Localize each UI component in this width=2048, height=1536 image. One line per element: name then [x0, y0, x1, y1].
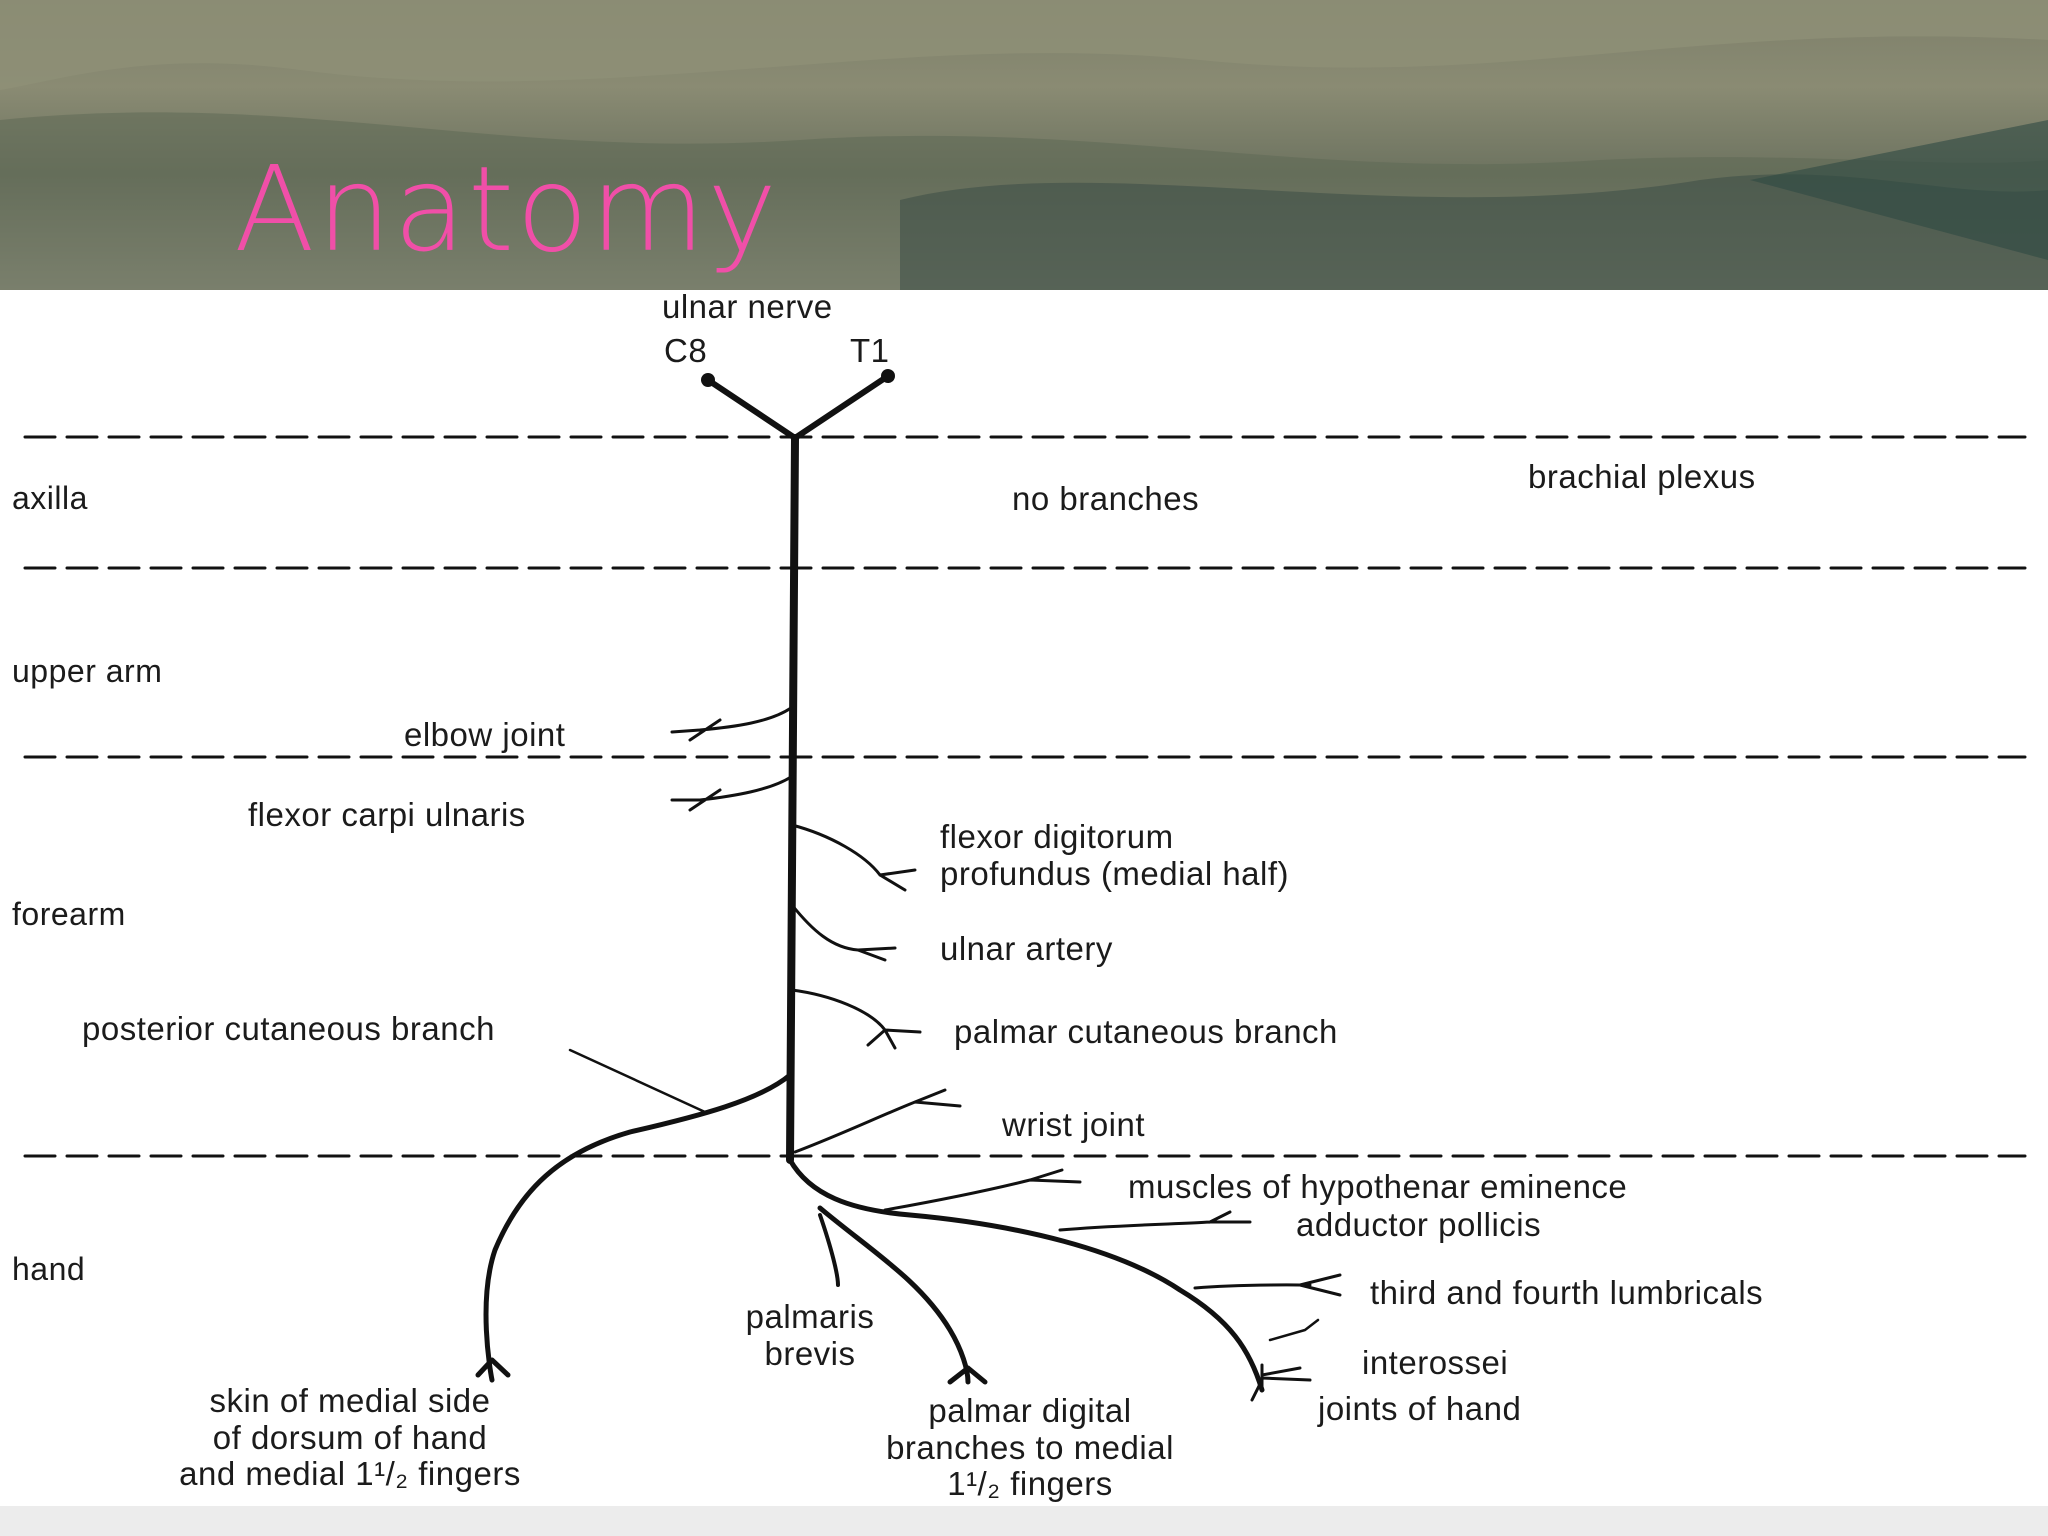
region-hand: hand: [12, 1253, 85, 1287]
branch-palmar-cutaneous: [792, 990, 920, 1048]
ulnar-artery-label: ulnar artery: [940, 932, 1113, 967]
digital-label-line1: palmar digital: [800, 1394, 1260, 1429]
root-dot-c8: [701, 373, 715, 387]
hypothenar-label: muscles of hypothenar eminence: [1128, 1170, 1627, 1205]
root-t1: [795, 376, 888, 438]
branch-adductor: [1060, 1212, 1250, 1230]
branch-ulnar-artery: [792, 905, 895, 960]
adductor-pollicis-label: adductor pollicis: [1296, 1208, 1541, 1243]
palmaris-label-line2: brevis: [700, 1337, 920, 1372]
branch-wrist-joint: [795, 1090, 960, 1152]
wrist-joint-label: wrist joint: [1002, 1108, 1145, 1143]
palmaris-label-line1: palmaris: [700, 1300, 920, 1335]
region-axilla: axilla: [12, 482, 88, 516]
root-dots: [701, 369, 895, 387]
nerve-name-label: ulnar nerve: [662, 290, 833, 325]
elbow-joint-label: elbow joint: [404, 718, 565, 753]
skin-dorsum-label: skin of medial side of dorsum of hand an…: [70, 1384, 630, 1492]
palmaris-brevis-label: palmaris brevis: [700, 1300, 920, 1371]
branch-joints-of-hand: [1270, 1320, 1318, 1340]
fcu-label: flexor carpi ulnaris: [248, 798, 526, 833]
no-branches-label: no branches: [1012, 482, 1199, 517]
footer-strip: [0, 1506, 2048, 1536]
posterior-cutaneous-label: posterior cutaneous branch: [82, 1012, 495, 1047]
region-forearm: forearm: [12, 898, 126, 932]
fdp-label-line2: profundus (medial half): [940, 857, 1289, 892]
branch-fdp: [792, 825, 915, 890]
root-dot-t1: [881, 369, 895, 383]
fdp-label-line1: flexor digitorum: [940, 820, 1289, 855]
root-t1-label: T1: [850, 334, 890, 369]
lumbricals-label: third and fourth lumbricals: [1370, 1276, 1763, 1311]
branch-hypothenar: [885, 1170, 1080, 1210]
main-trunk: [790, 438, 795, 1160]
fdp-label: flexor digitorum profundus (medial half): [940, 820, 1289, 891]
digital-label-line3: 1¹/₂ fingers: [800, 1467, 1260, 1502]
palmar-digital-label: palmar digital branches to medial 1¹/₂ f…: [800, 1394, 1260, 1502]
brachial-plexus-label: brachial plexus: [1528, 460, 1756, 495]
posterior-cutaneous-pointer: [570, 1050, 705, 1112]
skin-label-line2: of dorsum of hand: [70, 1421, 630, 1456]
root-c8: [708, 380, 795, 438]
branch-palmaris-brevis: [820, 1215, 838, 1285]
root-c8-label: C8: [664, 334, 707, 369]
title-banner: Anatomy: [0, 0, 2048, 290]
branch-lumbricals: [1195, 1275, 1340, 1295]
branch-interossei: [1252, 1365, 1310, 1400]
palmar-cutaneous-label: palmar cutaneous branch: [954, 1015, 1338, 1050]
joints-of-hand-label: joints of hand: [1318, 1392, 1521, 1427]
branch-fcu: [672, 777, 791, 810]
digital-label-line2: branches to medial: [800, 1431, 1260, 1466]
skin-label-line1: skin of medial side: [70, 1384, 630, 1419]
slide-title: Anatomy: [234, 150, 779, 268]
interossei-label: interossei: [1362, 1346, 1508, 1381]
branch-elbow-joint: [672, 708, 791, 740]
ulnar-nerve-diagram: ulnar nerve C8 T1 axilla upper arm forea…: [0, 290, 2048, 1506]
region-upper-arm: upper arm: [12, 655, 162, 689]
skin-label-line3: and medial 1¹/₂ fingers: [70, 1457, 630, 1492]
